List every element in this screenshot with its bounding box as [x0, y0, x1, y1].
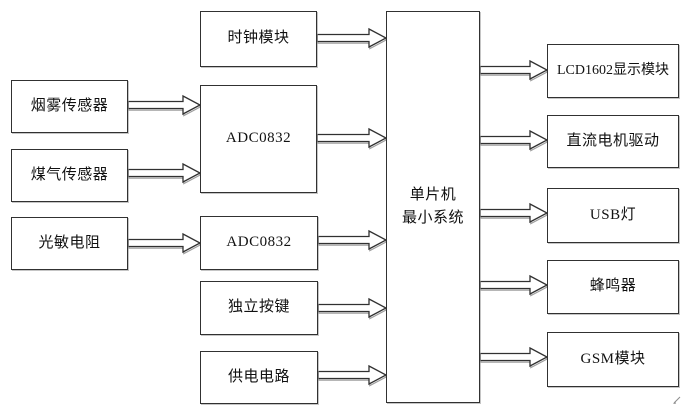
connector-arrow-adc2-to-mcu: [317, 229, 388, 251]
diagram-box-gas: 煤气传感器: [11, 149, 128, 202]
diagram-box-label-gas: 煤气传感器: [30, 166, 109, 183]
connector-arrow-shadow: [128, 164, 203, 185]
connector-arrow-shadow: [480, 348, 550, 369]
diagram-box-ldr: 光敏电阻: [11, 217, 128, 270]
diagram-box-label-motor: 直流电机驱动: [566, 132, 660, 149]
connector-arrow-shadow: [480, 131, 550, 152]
diagram-box-motor: 直流电机驱动: [547, 115, 679, 168]
connector-arrow-power-to-mcu: [317, 364, 388, 386]
diagram-box-label-keys: 独立按键: [227, 299, 290, 316]
connector-arrow-shadow: [480, 204, 550, 225]
diagram-box-label-adc1: ADC0832: [225, 130, 292, 147]
diagram-box-label-gsm: GSM模块: [580, 350, 646, 367]
diagram-box-label-smoke: 烟雾传感器: [30, 97, 109, 114]
diagram-box-keys: 独立按键: [200, 281, 318, 335]
diagram-box-label-buzzer: 蜂鸣器: [589, 278, 637, 295]
diagram-box-label-usb: USB灯: [589, 206, 637, 223]
connector-arrow-clock-to-mcu: [316, 27, 388, 49]
connector-arrow-shadow: [318, 231, 389, 252]
diagram-box-label-mcu: 单片机 最小系统: [401, 186, 464, 226]
connector-arrow-shadow: [317, 29, 389, 50]
diagram-box-clock: 时钟模块: [200, 11, 317, 67]
diagram-box-label-power: 供电电路: [227, 368, 290, 385]
diagram-box-smoke: 烟雾传感器: [11, 80, 128, 133]
connector-arrow-keys-to-mcu: [317, 297, 388, 319]
diagram-box-usb: USB灯: [547, 188, 679, 243]
diagram-box-label-lcd: LCD1602显示模块: [557, 63, 669, 79]
diagram-box-buzzer: 蜂鸣器: [547, 260, 679, 314]
diagram-box-label-adc2: ADC0832: [226, 234, 292, 251]
diagram-box-adc1: ADC0832: [200, 85, 317, 193]
connector-arrow-shadow: [128, 234, 203, 255]
diagram-box-adc2: ADC0832: [200, 216, 318, 270]
connector-arrow-shadow: [318, 366, 389, 387]
diagram-box-mcu: 单片机 最小系统: [386, 11, 480, 403]
connector-arrow-mcu-to-usb: [479, 202, 549, 224]
connector-arrow-adc1-to-mcu: [316, 127, 388, 149]
connector-arrow-ldr-to-adc2: [127, 232, 202, 254]
connector-arrow-shadow: [480, 276, 550, 297]
connector-arrow-gas-to-adc1: [127, 162, 202, 184]
connector-arrow-mcu-to-motor: [479, 129, 549, 151]
connector-arrow-mcu-to-lcd: [479, 59, 549, 81]
connector-arrow-shadow: [128, 96, 203, 117]
diagram-box-lcd: LCD1602显示模块: [547, 44, 679, 98]
connector-arrow-shadow: [318, 299, 389, 320]
connector-arrow-mcu-to-gsm: [479, 346, 549, 368]
connector-arrow-shadow: [317, 129, 389, 150]
diagram-box-power: 供电电路: [200, 351, 318, 404]
connector-arrow-smoke-to-adc1: [127, 94, 202, 116]
diagram-box-label-clock: 时钟模块: [227, 30, 290, 47]
connector-arrow-mcu-to-buzzer: [479, 274, 549, 296]
connector-arrow-shadow: [480, 61, 550, 82]
diagram-box-gsm: GSM模块: [547, 332, 679, 387]
corner-pen-mark: [673, 396, 681, 405]
diagram-box-label-ldr: 光敏电阻: [38, 234, 101, 251]
